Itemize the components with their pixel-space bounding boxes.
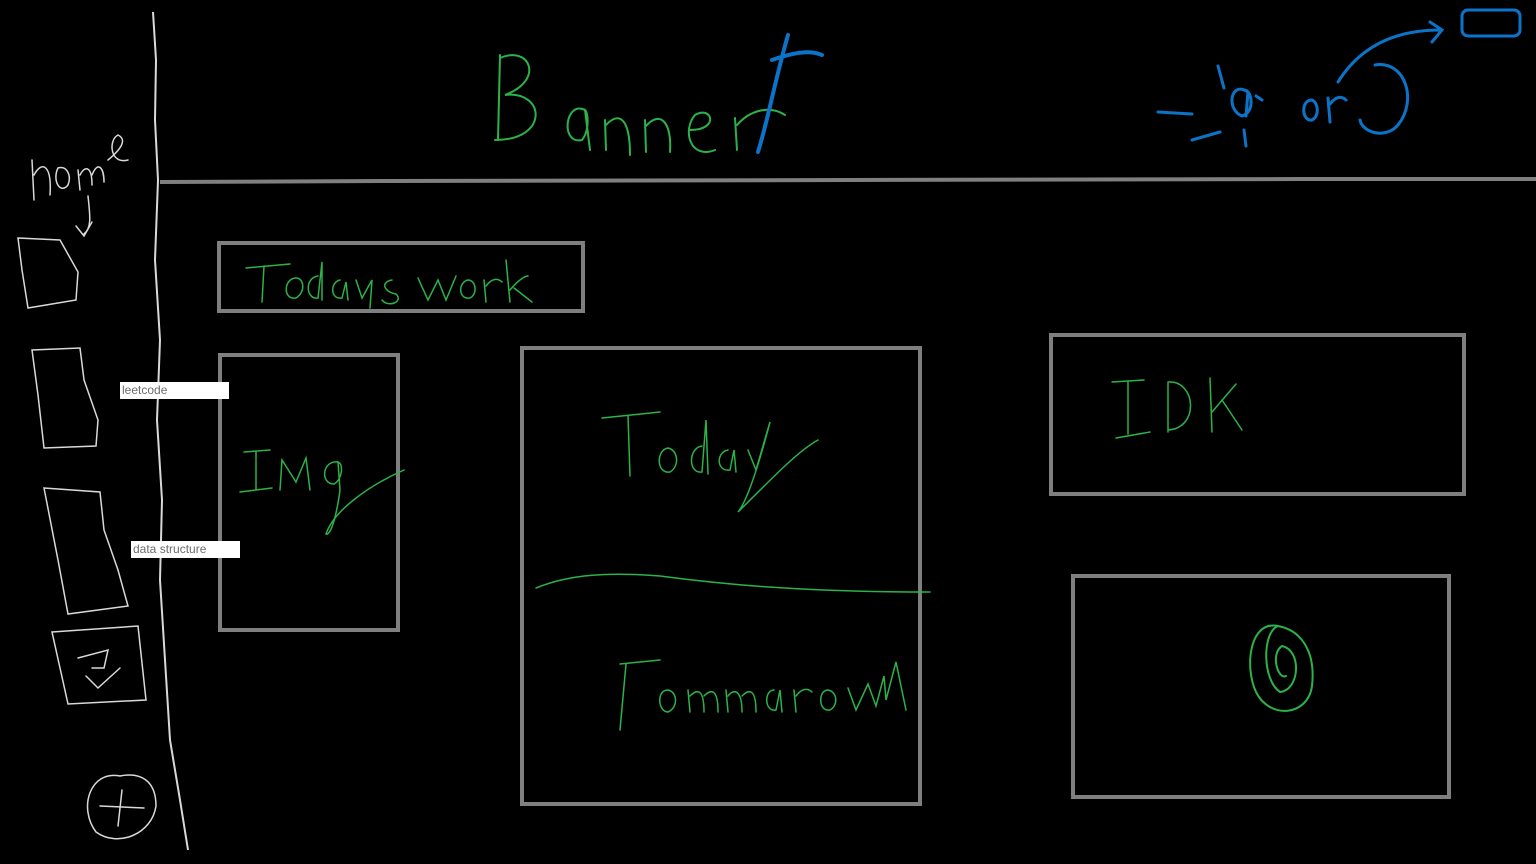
home-pointer [75,195,93,238]
sun-icon[interactable] [1230,87,1253,118]
today-tomorrow-frame [520,346,922,806]
banner-title [494,54,786,156]
or-text [1302,95,1348,124]
sun-rays [1156,64,1264,148]
moon-icon[interactable] [1358,63,1409,135]
home-label [31,134,129,201]
idk-sketch [1111,377,1243,439]
theme-toggle[interactable] [1156,8,1522,148]
img-card-sketch [239,449,405,535]
toggle-switch-icon[interactable] [1460,8,1522,38]
img-card-frame [218,353,400,632]
idk-frame [1049,333,1466,496]
sidebar [17,134,157,840]
todays-work-frame [217,241,585,313]
leetcode-tooltip: leetcode [120,382,229,399]
today-word [601,411,661,477]
refresh-icon[interactable] [51,625,147,705]
banner-cursor-stroke [756,33,824,154]
spiral-icon[interactable] [1249,624,1314,712]
clock-icon[interactable] [86,774,157,840]
todays-work-sketch [245,259,533,309]
sidebar-item-2-icon[interactable] [31,347,99,449]
toggle-arrow [1336,20,1445,84]
tomorrow-word [619,659,661,731]
header-divider [159,177,1536,184]
sidebar-divider [152,11,189,851]
today-tomorrow-sketch [535,411,931,731]
data-structure-tooltip: data structure [131,541,240,558]
sidebar-item-1-icon[interactable] [17,237,79,309]
today-divider [535,573,931,593]
spiral-card-frame [1071,574,1451,799]
sidebar-item-3-icon[interactable] [43,487,129,615]
